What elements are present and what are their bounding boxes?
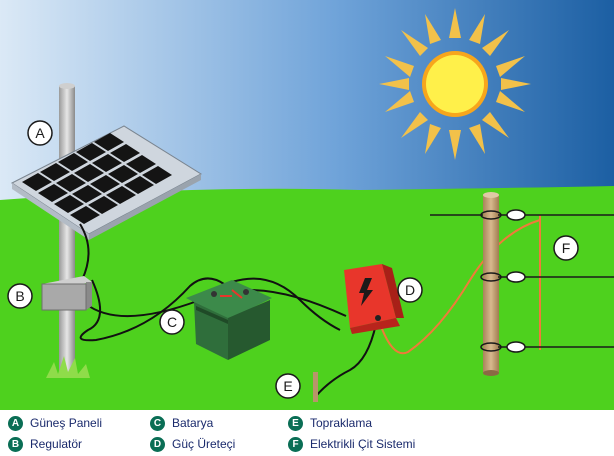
marker-e: E (275, 373, 301, 399)
legend-item-c: C Batarya (150, 414, 213, 432)
svg-text:A: A (35, 125, 45, 141)
marker-b: B (7, 283, 33, 309)
svg-text:F: F (562, 240, 571, 256)
marker-a: A (27, 120, 53, 146)
fence-feed-wire (377, 215, 541, 355)
legend: A Güneş Paneli B Regulatör C Batarya D G… (0, 410, 614, 456)
ground-rod (313, 372, 318, 402)
marker-d: D (397, 277, 423, 303)
svg-text:D: D (405, 282, 415, 298)
legend-label: Güneş Paneli (30, 416, 103, 430)
svg-text:B: B (15, 288, 24, 304)
grass-tuft (46, 356, 90, 378)
legend-badge: F (288, 436, 303, 452)
legend-badge: D (150, 436, 165, 452)
cables (79, 223, 377, 397)
marker-c: C (159, 309, 185, 335)
energizer (344, 264, 404, 334)
legend-item-d: D Güç Üreteçi (150, 435, 235, 453)
legend-item-b: B Regulatör (8, 435, 82, 453)
insulators (506, 209, 526, 353)
marker-f: F (553, 235, 579, 261)
legend-label: Topraklama (310, 416, 373, 430)
battery (186, 280, 272, 360)
regulator-box (41, 276, 92, 311)
legend-item-f: F Elektrikli Çit Sistemi (288, 435, 415, 453)
legend-label: Elektrikli Çit Sistemi (310, 437, 416, 451)
svg-text:E: E (283, 378, 292, 394)
legend-badge: E (288, 415, 303, 431)
legend-label: Batarya (172, 416, 214, 430)
fence-post (483, 192, 499, 376)
legend-item-a: A Güneş Paneli (8, 414, 102, 432)
panel-pole (59, 86, 75, 374)
legend-badge: B (8, 436, 23, 452)
solar-panel (11, 125, 202, 240)
grass-field (0, 186, 614, 410)
legend-label: Regulatör (30, 437, 83, 451)
legend-badge: C (150, 415, 165, 431)
sun-icon (379, 8, 531, 160)
legend-item-e: E Topraklama (288, 414, 372, 432)
legend-label: Güç Üreteçi (172, 437, 236, 451)
svg-text:C: C (167, 314, 177, 330)
legend-badge: A (8, 415, 23, 431)
